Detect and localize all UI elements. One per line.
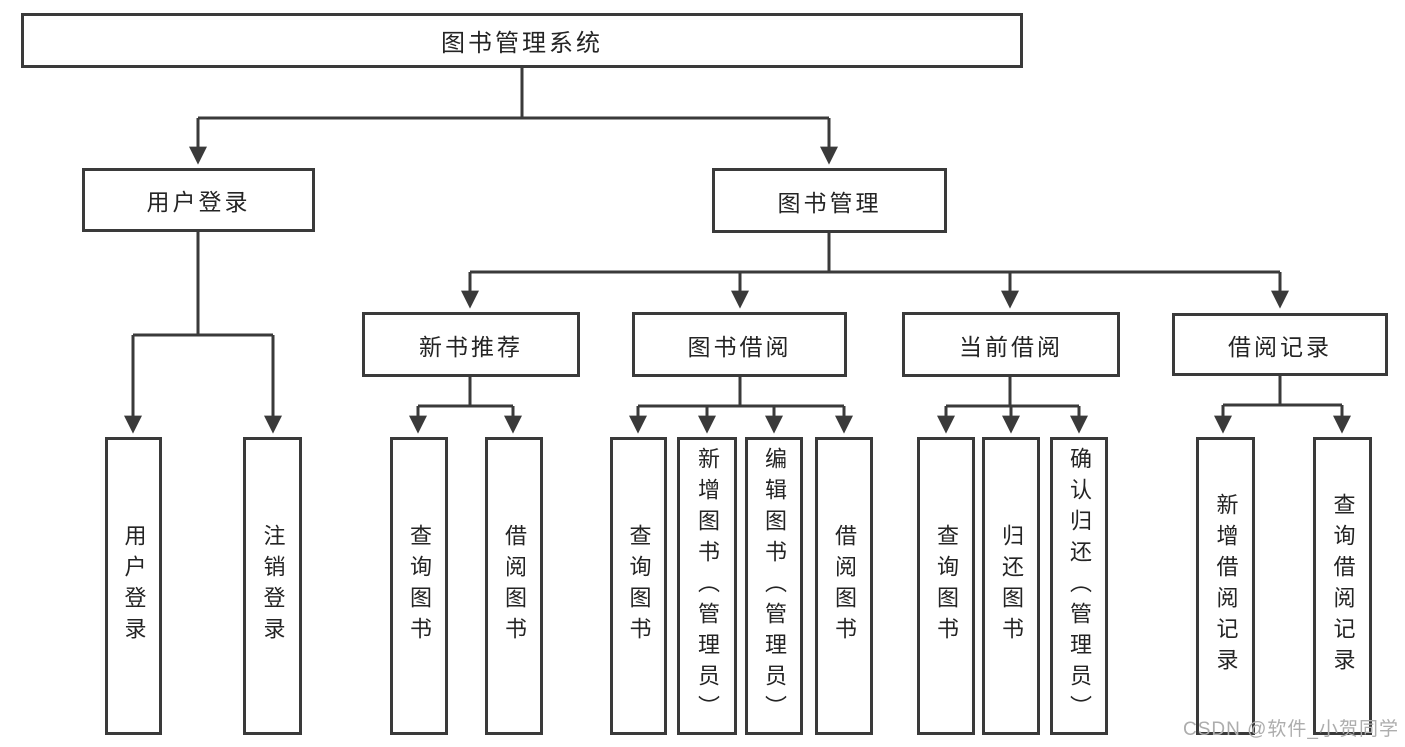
node-leaf-current-confirm-label: 确认归还（管理员）: [1067, 446, 1092, 726]
node-leaf-current-query-label: 查询图书: [934, 524, 959, 648]
node-current-borrow: 当前借阅: [902, 312, 1120, 377]
node-leaf-user-login-label: 用户登录: [121, 524, 147, 648]
connector-borrow-records-branch: [1214, 375, 1351, 434]
node-leaf-current-query: 查询图书: [917, 437, 975, 735]
node-leaf-records-add-label: 新增借阅记录: [1213, 493, 1239, 679]
node-leaf-user-login: 用户登录: [105, 437, 162, 735]
node-new-book: 新书推荐: [362, 312, 580, 377]
node-leaf-borrow-edit-label: 编辑图书（管理员）: [762, 446, 787, 726]
node-leaf-borrow-query-label: 查询图书: [626, 524, 652, 648]
node-book-mgmt-label: 图书管理: [777, 189, 882, 216]
node-leaf-newbook-query-label: 查询图书: [407, 524, 432, 648]
node-leaf-borrow-borrow: 借阅图书: [815, 437, 873, 735]
node-leaf-records-query: 查询借阅记录: [1313, 437, 1372, 735]
connector-book-mgmt-to-level3: [461, 233, 1289, 309]
connector-book-borrow-branch: [629, 377, 853, 434]
node-leaf-newbook-query: 查询图书: [390, 437, 448, 735]
node-leaf-borrow-add: 新增图书（管理员）: [677, 437, 737, 735]
node-user-login: 用户登录: [82, 168, 315, 232]
watermark-text: CSDN @软件_小贺同学: [1183, 719, 1399, 740]
node-leaf-current-return-label: 归还图书: [999, 524, 1024, 648]
node-book-borrow-label: 图书借阅: [687, 333, 792, 360]
connector-root-to-level2: [189, 68, 838, 165]
node-leaf-logout: 注销登录: [243, 437, 302, 735]
node-leaf-borrow-add-label: 新增图书（管理员）: [695, 446, 720, 726]
node-new-book-label: 新书推荐: [419, 333, 523, 360]
node-root-label: 图书管理系统: [441, 30, 603, 57]
node-leaf-borrow-query: 查询图书: [610, 437, 667, 735]
node-leaf-borrow-borrow-label: 借阅图书: [832, 524, 857, 648]
node-leaf-records-add: 新增借阅记录: [1196, 437, 1255, 735]
node-current-borrow-label: 当前借阅: [959, 333, 1063, 360]
node-root: 图书管理系统: [21, 13, 1023, 68]
node-leaf-current-return: 归还图书: [982, 437, 1040, 735]
node-book-mgmt: 图书管理: [712, 168, 947, 233]
connector-user-login-branch: [124, 232, 282, 434]
node-borrow-records-label: 借阅记录: [1228, 333, 1332, 360]
node-leaf-newbook-borrow-label: 借阅图书: [502, 524, 527, 648]
node-leaf-newbook-borrow: 借阅图书: [485, 437, 543, 735]
node-leaf-logout-label: 注销登录: [260, 524, 286, 648]
node-book-borrow: 图书借阅: [632, 312, 847, 377]
node-leaf-current-confirm: 确认归还（管理员）: [1050, 437, 1108, 735]
node-leaf-records-query-label: 查询借阅记录: [1330, 493, 1356, 679]
connector-current-borrow-branch: [937, 377, 1088, 434]
node-borrow-records: 借阅记录: [1172, 313, 1388, 376]
node-leaf-borrow-edit: 编辑图书（管理员）: [745, 437, 803, 735]
node-user-login-label: 用户登录: [146, 189, 251, 215]
connector-new-book-branch: [409, 377, 522, 434]
